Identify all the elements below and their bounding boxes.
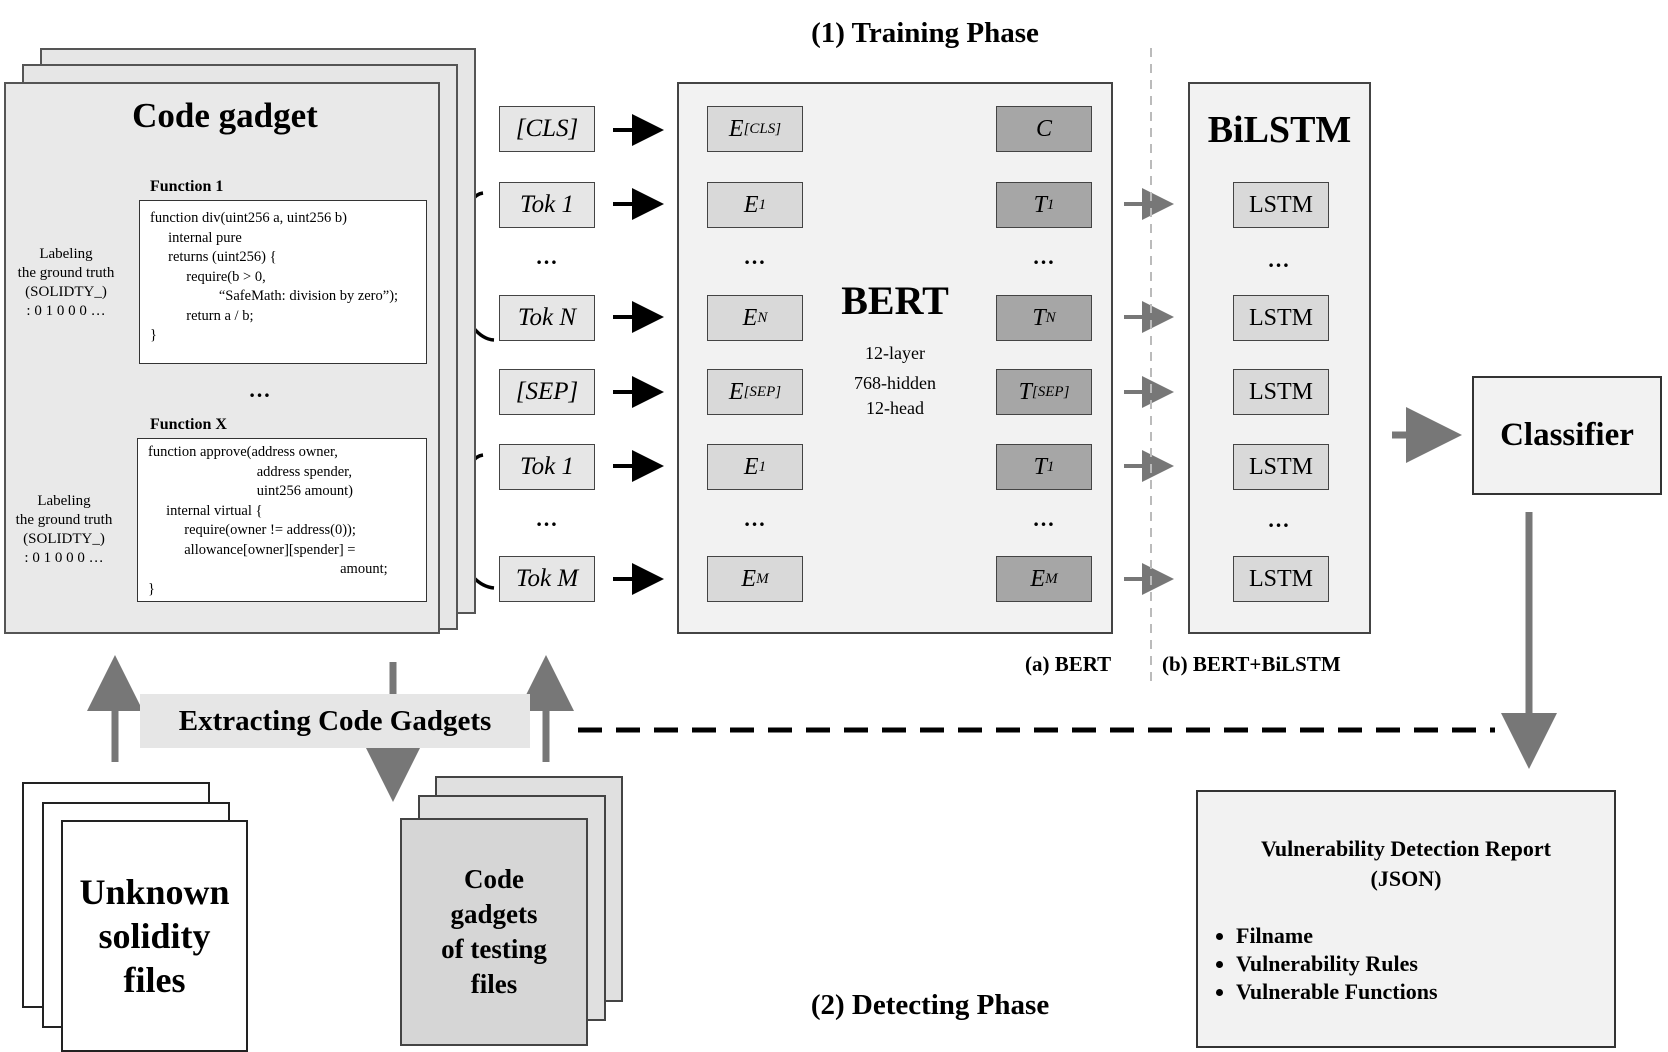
- output-embedding: C: [996, 106, 1092, 152]
- token-tok1b: Tok 1: [499, 444, 595, 490]
- output-embedding: T[SEP]: [996, 369, 1092, 415]
- token-ellipsis-2: …: [535, 506, 559, 531]
- token-tokM: Tok M: [499, 556, 595, 602]
- bert-caption: (a) BERT: [1025, 652, 1112, 676]
- output-embedding-subscript: 1: [1046, 196, 1055, 213]
- input-embedding-symbol: E: [741, 565, 757, 592]
- token-tok1: Tok 1: [499, 182, 595, 228]
- bilstm-caption: (b) BERT+BiLSTM: [1162, 652, 1341, 676]
- lstm-cell: LSTM: [1233, 556, 1329, 602]
- output-embedding-ellipsis: …: [1032, 506, 1056, 531]
- extracting-label: Extracting Code Gadgets: [140, 694, 530, 748]
- training-phase-title: (1) Training Phase: [811, 16, 1039, 49]
- input-embedding-subscript: [CLS]: [743, 120, 782, 137]
- input-embedding-subscript: N: [757, 309, 768, 326]
- functionX-label: Function X: [150, 416, 227, 433]
- input-embedding-subscript: 1: [758, 196, 767, 213]
- output-embedding-symbol: T: [1032, 304, 1046, 331]
- input-embedding: E[SEP]: [707, 369, 803, 415]
- input-embedding: E[CLS]: [707, 106, 803, 152]
- input-embedding-subscript: M: [756, 570, 769, 587]
- input-embedding-subscript: 1: [758, 458, 767, 475]
- input-embedding-symbol: E: [743, 191, 759, 218]
- vulnerability-report: Vulnerability Detection Report (JSON) Fi…: [1196, 790, 1616, 1048]
- bilstm-title: BiLSTM: [1207, 109, 1352, 151]
- output-embedding-symbol: E: [1030, 565, 1046, 592]
- input-embedding-ellipsis: …: [743, 506, 767, 531]
- report-title: Vulnerability Detection Report (JSON): [1260, 836, 1552, 891]
- output-embedding-symbol: T: [1033, 191, 1047, 218]
- output-embedding-subscript: M: [1045, 570, 1058, 587]
- report-item: Vulnerable Functions: [1236, 978, 1614, 1006]
- output-embedding-symbol: T: [1018, 378, 1032, 405]
- bert-bilstm-arrows: [1124, 188, 1174, 595]
- output-embedding-subscript: N: [1045, 309, 1056, 326]
- bert-spec-hidden: 768-hidden: [854, 372, 936, 393]
- bilstm-panel: [1188, 82, 1371, 634]
- input-embedding-symbol: E: [728, 378, 744, 405]
- function1-label: Function 1: [150, 178, 224, 195]
- input-embedding-ellipsis: …: [743, 244, 767, 269]
- function1-labeling: Labeling the ground truth (SOLIDTY_) : 0…: [17, 246, 115, 319]
- token-arrows: [613, 114, 664, 595]
- output-embedding-subscript: 1: [1046, 458, 1055, 475]
- report-item: Filname: [1236, 922, 1614, 950]
- input-embedding-subscript: [SEP]: [743, 383, 782, 400]
- function-ellipsis: …: [248, 377, 272, 402]
- report-items: FilnameVulnerability RulesVulnerable Fun…: [1214, 922, 1614, 1006]
- lstm-cell: LSTM: [1233, 182, 1329, 228]
- bert-spec-heads: 12-head: [866, 397, 924, 418]
- bert-panel: [677, 82, 1113, 634]
- input-embedding-symbol: E: [728, 115, 744, 142]
- lstm-cell: LSTM: [1233, 444, 1329, 490]
- unknown-solidity-files: Unknown solidity files: [61, 820, 248, 1052]
- input-embedding-symbol: E: [743, 453, 759, 480]
- functionX-code: function approve(address owner, address …: [137, 438, 427, 602]
- lstm-ellipsis: …: [1267, 507, 1291, 532]
- lstm-cell: LSTM: [1233, 369, 1329, 415]
- bert-title: BERT: [841, 277, 949, 323]
- output-embedding-ellipsis: …: [1032, 244, 1056, 269]
- lstm-cell: LSTM: [1233, 295, 1329, 341]
- function1-code: function div(uint256 a, uint256 b) inter…: [139, 200, 427, 364]
- functionX-labeling: Labeling the ground truth (SOLIDTY_) : 0…: [15, 493, 113, 566]
- lstm-ellipsis: …: [1267, 247, 1291, 272]
- output-embedding-symbol: C: [1035, 115, 1052, 142]
- testing-code-gadgets: Code gadgets of testing files: [400, 818, 588, 1046]
- token-ellipsis-1: …: [535, 244, 559, 269]
- detecting-phase-title: (2) Detecting Phase: [810, 988, 1050, 1021]
- bert-spec-layers: 12-layer: [865, 342, 925, 363]
- report-item: Vulnerability Rules: [1236, 950, 1614, 978]
- output-embedding-symbol: T: [1033, 453, 1047, 480]
- token-cls: [CLS]: [499, 106, 595, 152]
- input-embedding-symbol: E: [742, 304, 758, 331]
- code-gadget-title: Code gadget: [132, 96, 318, 135]
- classifier-box: Classifier: [1472, 376, 1662, 495]
- token-sep: [SEP]: [499, 369, 595, 415]
- token-tokN: Tok N: [499, 295, 595, 341]
- output-embedding-subscript: [SEP]: [1031, 383, 1070, 400]
